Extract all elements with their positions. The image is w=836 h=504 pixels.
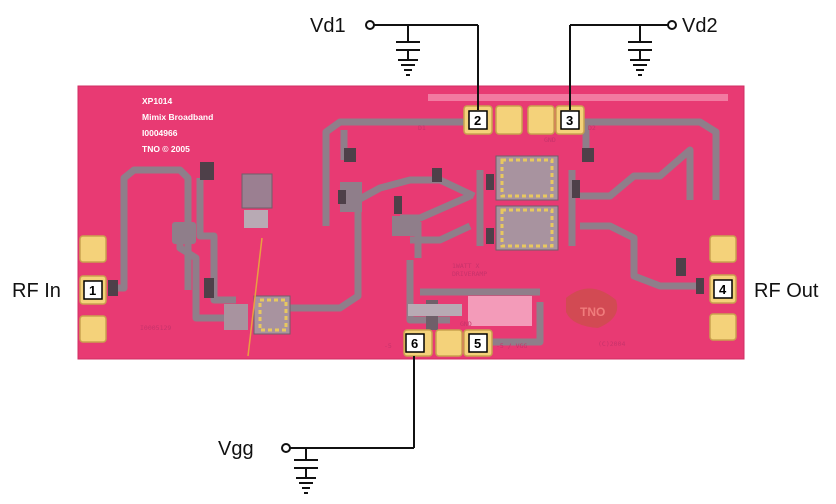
die-mark-gnd-top: GND [544, 136, 556, 144]
pin-6: 6 [405, 333, 425, 353]
die-mark-minus5-vgg: -5 / VGG [496, 342, 527, 350]
pin-3: 3 [560, 110, 580, 130]
terminal-vgg-icon [281, 443, 291, 453]
die-mark-minus5: -5 [384, 342, 392, 350]
die-mark-d2: D2 [588, 124, 596, 132]
pin-1-number: 1 [89, 283, 96, 298]
die-text-line1: XP1014 [142, 96, 173, 106]
external-wires [290, 24, 668, 460]
pin-6-number: 6 [411, 336, 418, 351]
die-mark-amp-name-2: DRIVERAMP [452, 270, 487, 278]
pin-5: 5 [468, 333, 488, 353]
capacitor-vgg-icon [294, 459, 318, 494]
die-top-strip [428, 94, 728, 101]
capacitor-vd1-icon [396, 41, 420, 76]
die-mark-d1: D1 [418, 124, 426, 132]
tno-logo-icon: TNO [566, 288, 618, 328]
pin-3-number: 3 [566, 113, 573, 128]
die-mark-copyright: (C)2004 [598, 340, 625, 348]
die-mark-amp-name-1: 1WATT X [452, 262, 479, 270]
label-vgg: Vgg [218, 438, 254, 460]
capacitor-vd2-icon [628, 41, 652, 76]
die-mark-code-left: I0005129 [140, 324, 171, 332]
terminal-vd2-icon [667, 20, 677, 30]
tno-logo-text: TNO [580, 305, 605, 319]
die-text-line2: Mimix Broadband [142, 112, 213, 122]
die-text-line4: TNO © 2005 [142, 144, 190, 154]
pin-4-number: 4 [719, 282, 727, 297]
die-mark-gnd-bottom: GND [460, 320, 472, 328]
label-vd1: Vd1 [310, 15, 346, 37]
pin-2: 2 [468, 110, 488, 130]
thin-strip [247, 237, 263, 357]
label-rf-in: RF In [12, 280, 61, 302]
small-components [108, 148, 704, 298]
pin-1: 1 [83, 280, 103, 300]
pin-2-number: 2 [474, 113, 481, 128]
die-text-line3: I0004966 [142, 128, 178, 138]
label-vd2: Vd2 [682, 15, 718, 37]
terminal-vd1-icon [365, 20, 375, 30]
label-rf-out: RF Out [754, 280, 819, 302]
pin-4: 4 [713, 279, 733, 299]
pin-5-number: 5 [474, 336, 481, 351]
transistor-blocks [172, 155, 559, 335]
